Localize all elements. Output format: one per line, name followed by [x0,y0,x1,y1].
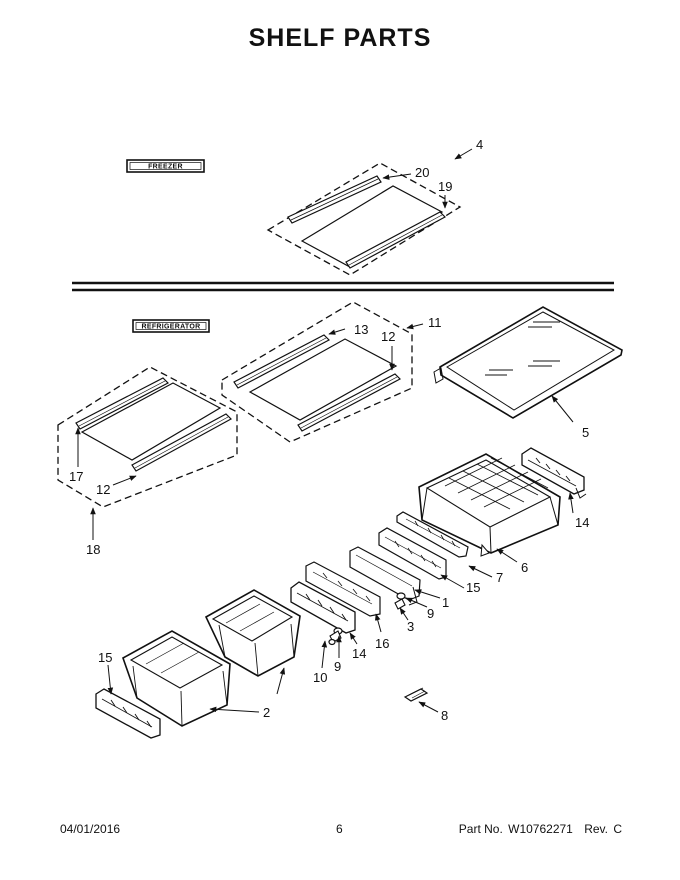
left-side-rail [95,688,161,739]
crisper-drawer-right [204,589,301,677]
rev-value: C [613,822,622,836]
refrigerator-right-shelf-assembly [221,301,413,443]
callout-16: 16 [375,636,389,651]
callout-4: 4 [476,137,483,152]
refrigerator-tag: REFRIGERATOR [132,319,210,333]
refrigerator-left-shelf-assembly [57,366,238,508]
callout-15-lower: 15 [98,650,112,665]
freezer-shelf-assembly [266,162,462,276]
callout-11: 11 [428,315,442,330]
part-prefix: Part No. [458,822,503,836]
footer-date: 04/01/2016 [60,822,121,836]
callout-2: 2 [263,705,270,720]
callout-10: 10 [313,670,327,685]
glass-shelf [433,306,623,419]
callout-12-upper: 12 [381,329,395,344]
freezer-tag: FREEZER [126,159,205,173]
drawer-clip [403,687,429,702]
footer-part-number: Part No. W10762271 Rev. C [457,822,622,836]
part-number: W10762271 [508,822,573,836]
callout-18: 18 [86,542,100,557]
callout-14-lower: 14 [352,646,366,661]
footer-page-number: 6 [336,822,343,836]
callout-20: 20 [415,165,429,180]
page-title: SHELF PARTS [248,24,432,52]
callout-14-upper: 14 [575,515,589,530]
callout-1: 1 [442,595,449,610]
callout-17: 17 [69,469,83,484]
callout-12-lower: 12 [96,482,110,497]
freezer-label: FREEZER [148,164,183,171]
leader-lines [75,148,574,713]
crisper-drawer-left [122,630,231,727]
callout-6: 6 [521,560,528,575]
left-drawer-slide [290,581,356,634]
callout-7: 7 [496,570,503,585]
callout-3: 3 [407,619,414,634]
callout-numbers: 4 20 19 13 11 12 5 17 12 18 14 6 7 15 1 … [69,137,589,723]
rev-prefix: Rev. [584,822,608,836]
section-divider [72,281,614,292]
right-drawer-slide [521,447,587,499]
callout-19: 19 [438,179,452,194]
callout-9-lower: 9 [334,659,341,674]
refrigerator-label: REFRIGERATOR [142,324,201,331]
callout-15-upper: 15 [466,580,480,595]
callout-9-upper: 9 [427,606,434,621]
large-crisper-drawer [418,453,561,557]
upper-drawer-rails [378,511,469,580]
callout-5: 5 [582,425,589,440]
callout-8: 8 [441,708,448,723]
lower-drawer-rails [305,546,421,617]
callout-13: 13 [354,322,368,337]
